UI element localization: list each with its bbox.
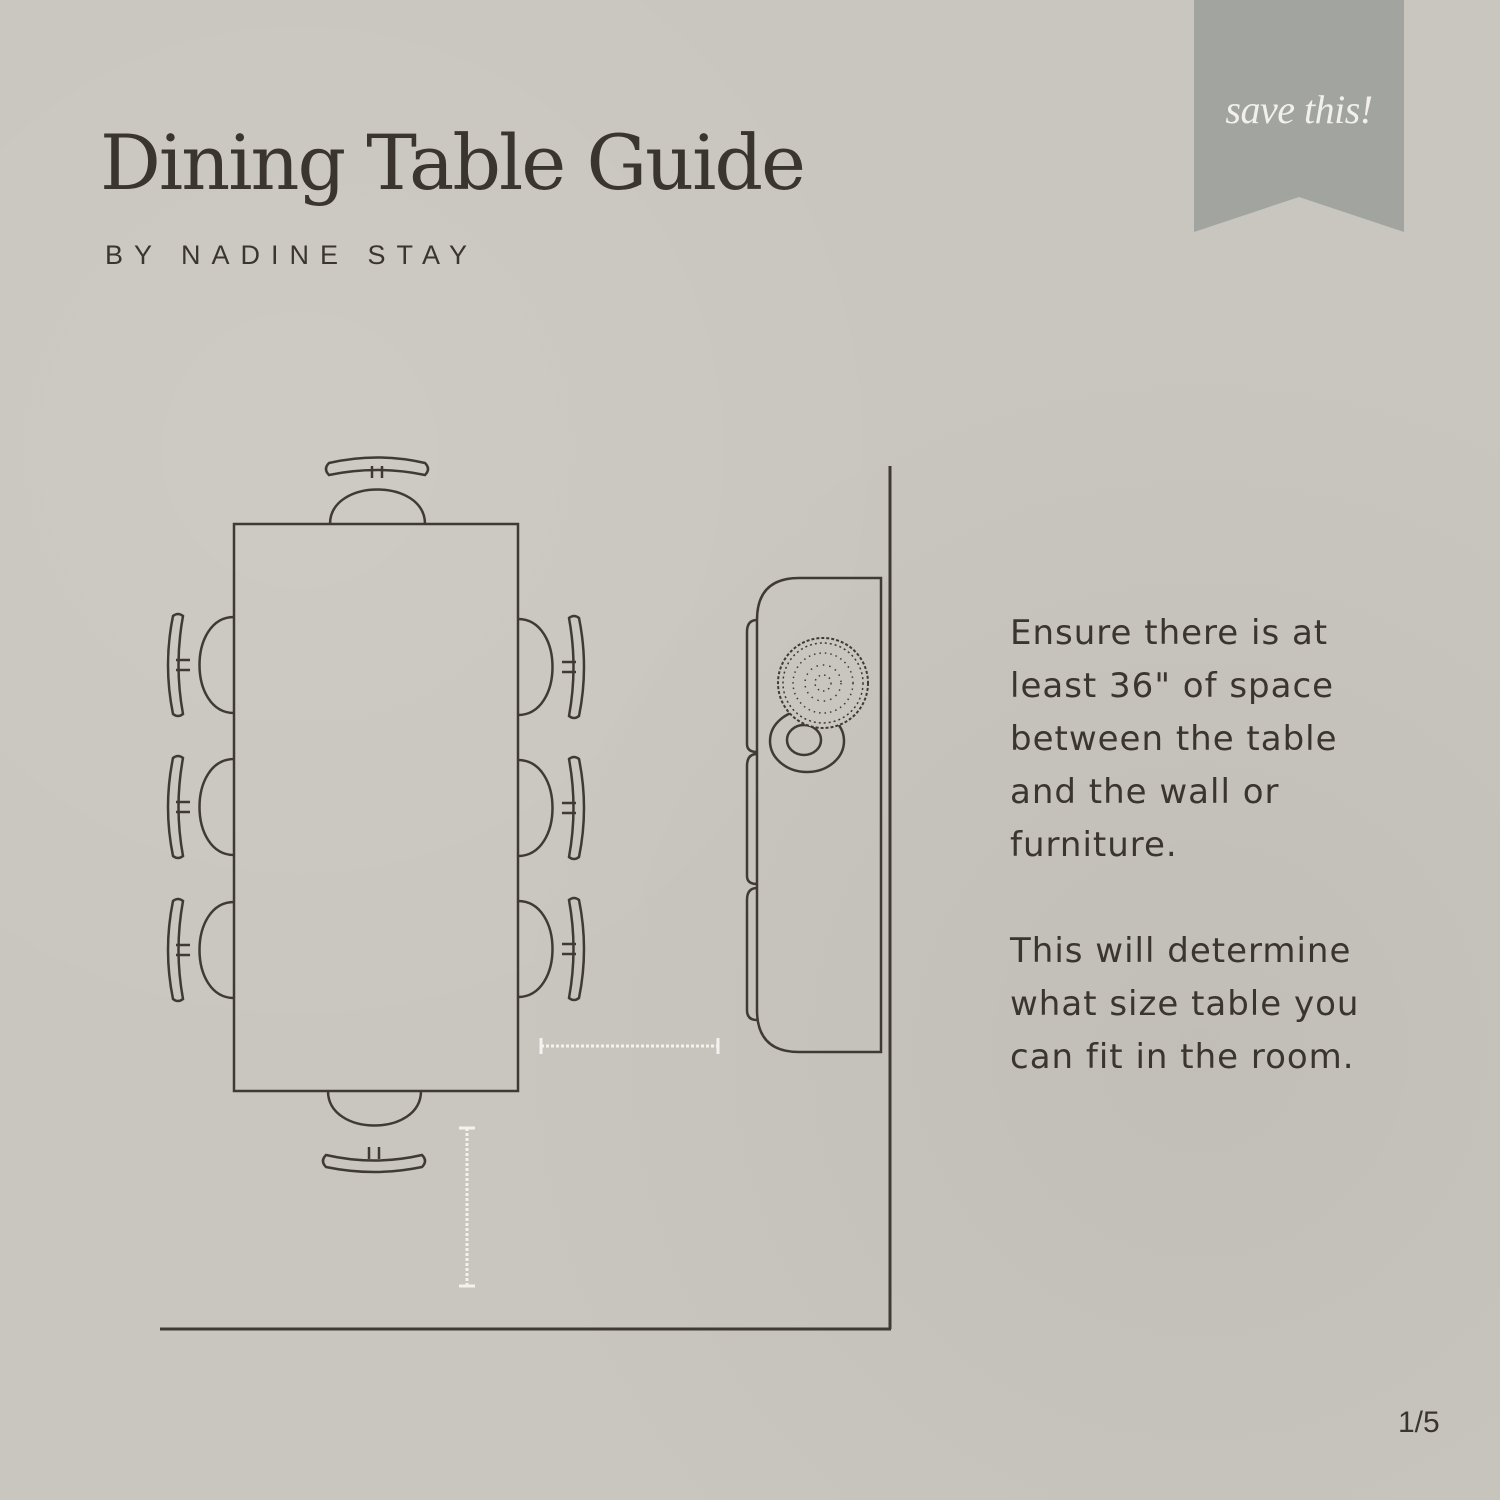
page-indicator: 1/5 [1398, 1406, 1440, 1439]
sideboard [745, 576, 883, 1054]
clearance-measure-horizontal [539, 1038, 720, 1054]
guide-paragraph-clearance: Ensure there is at least 36" of space be… [1010, 613, 1338, 865]
chair-right-2 [517, 755, 586, 861]
clearance-measure-vertical [459, 1126, 475, 1288]
byline: BY NADINE STAY [105, 240, 479, 270]
potted-plant-icon [768, 637, 869, 774]
chair-left-1 [166, 612, 235, 718]
page-title: Dining Table Guide [100, 118, 806, 207]
chair-right-1 [517, 614, 586, 720]
chair-bottom [321, 1090, 427, 1174]
chair-left-2 [166, 754, 235, 860]
guide-paragraph-table-size: This will determine what size table you … [1010, 931, 1360, 1077]
ribbon-label: save this! [1225, 87, 1373, 132]
chair-top [324, 456, 430, 525]
room-walls [160, 466, 892, 1331]
chair-left-3 [166, 897, 235, 1003]
dining-table [232, 522, 520, 1093]
ribbon-shape [1194, 0, 1404, 232]
chair-right-3 [517, 896, 586, 1002]
save-ribbon: save this! [1194, 0, 1404, 232]
